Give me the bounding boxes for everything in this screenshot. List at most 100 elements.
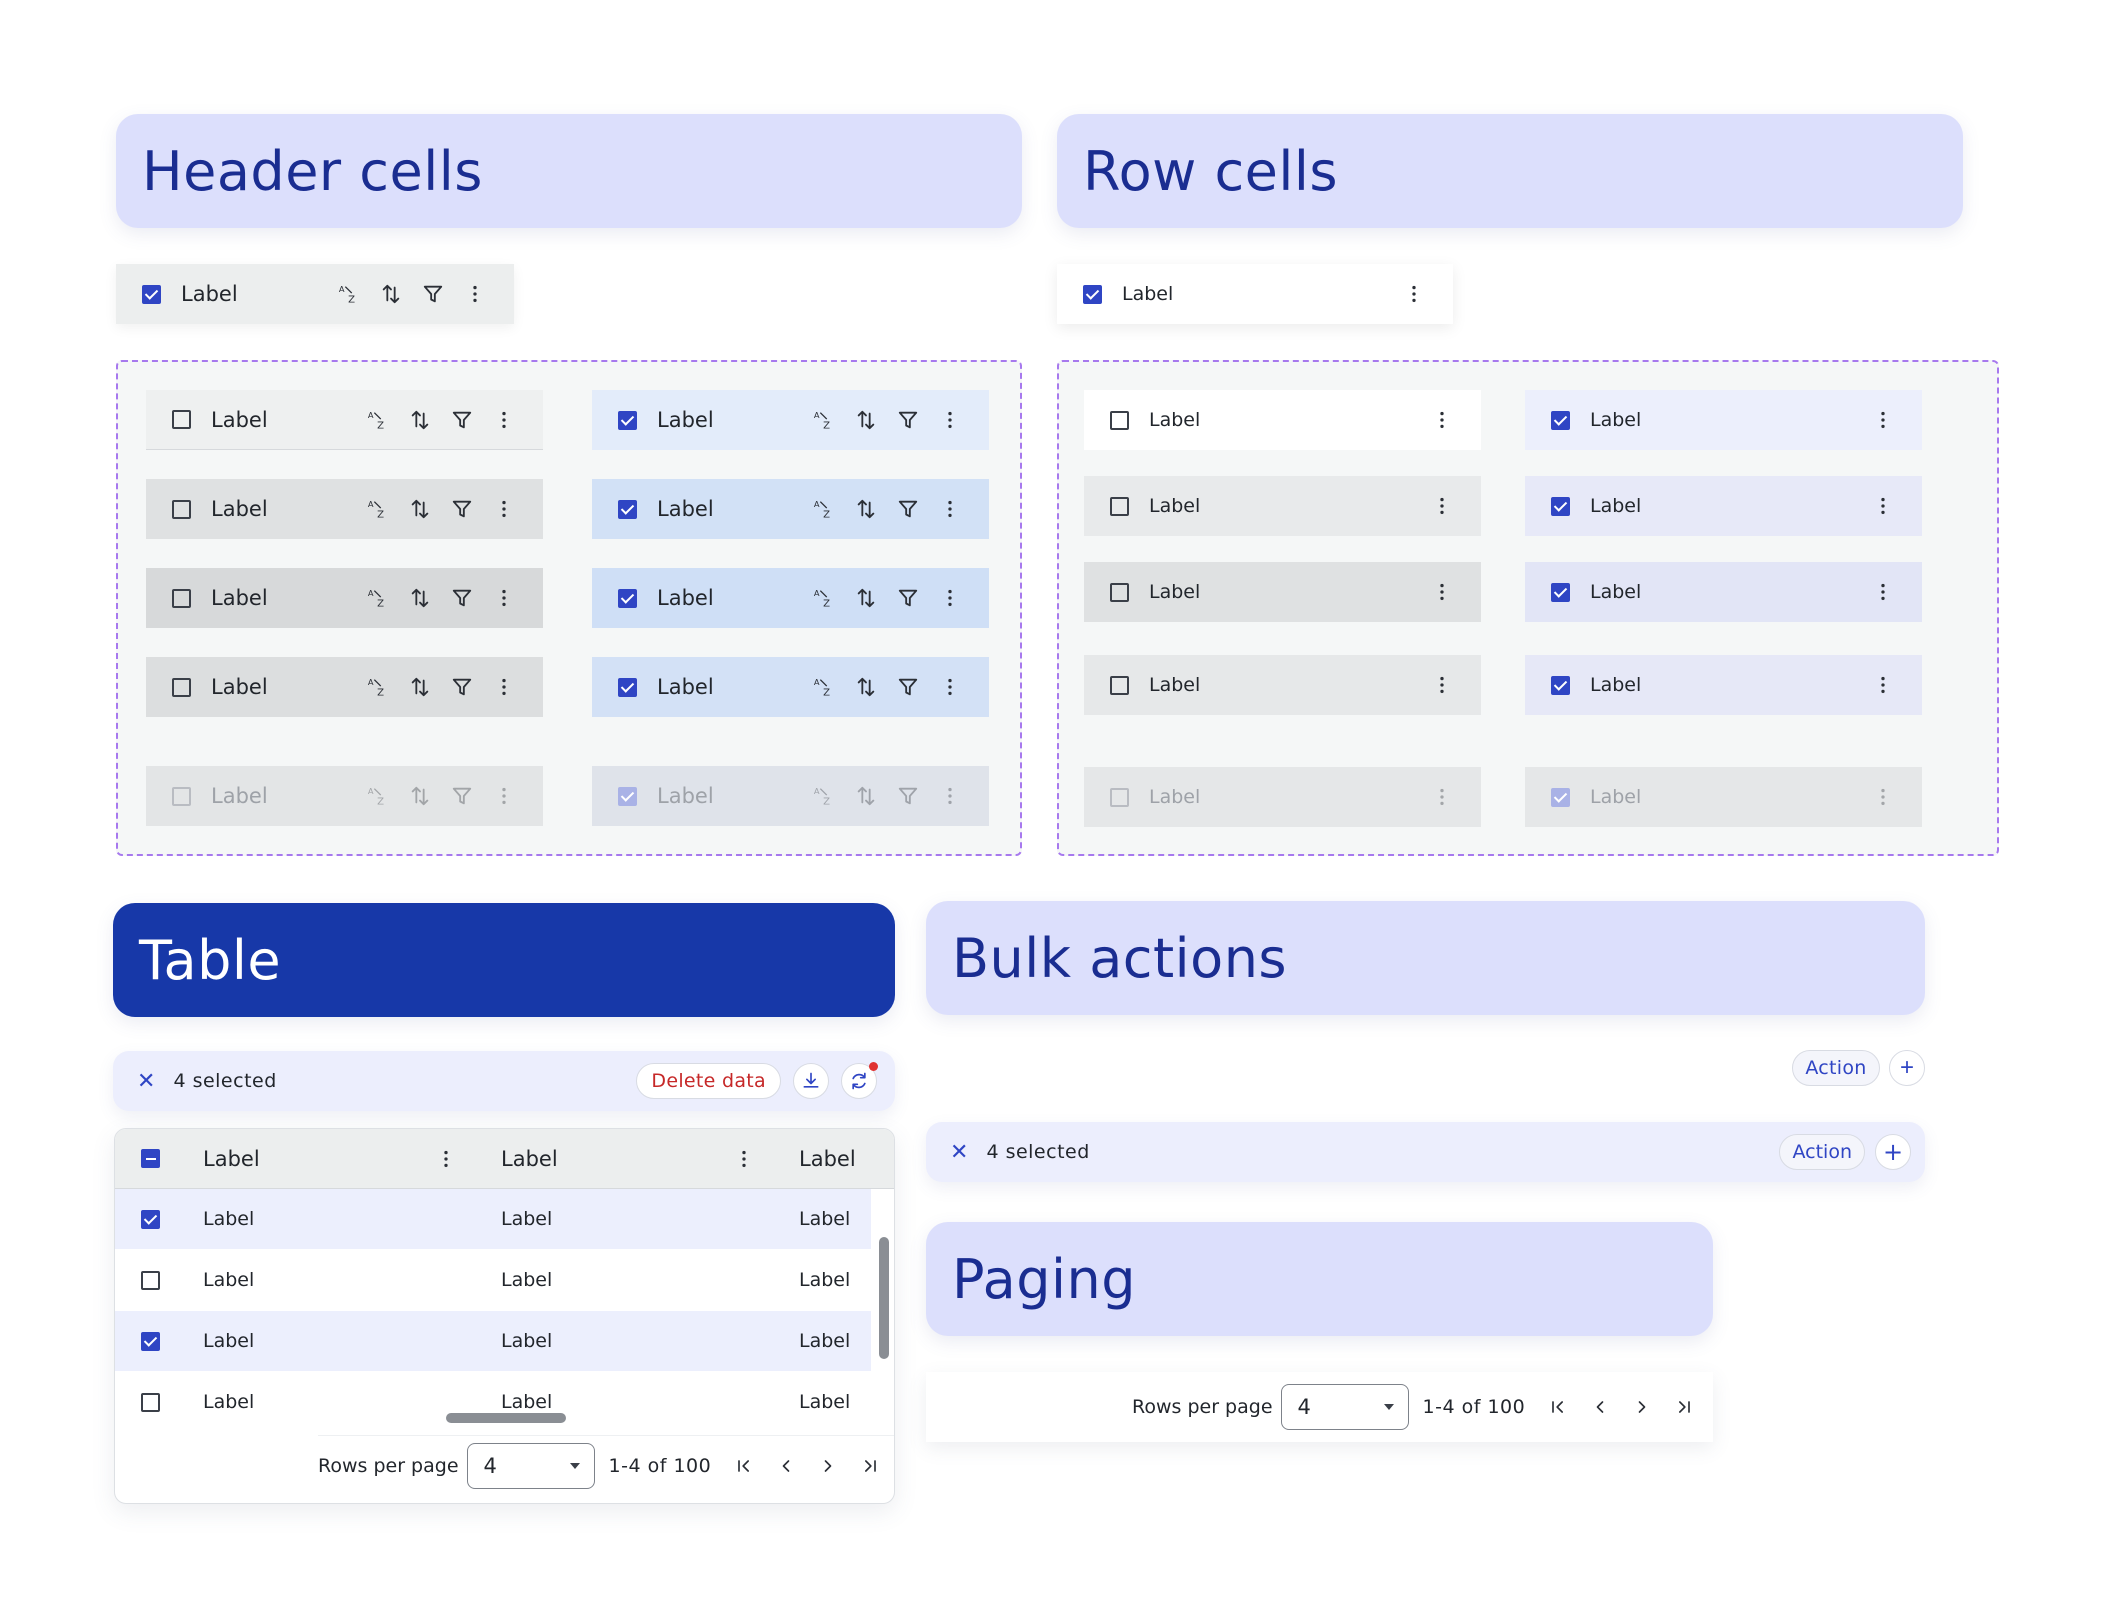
checkbox[interactable]: [618, 588, 637, 608]
more-vert-icon[interactable]: [483, 488, 525, 530]
row-cell-focused[interactable]: Label: [1084, 655, 1481, 715]
table-row[interactable]: Label Label Label: [115, 1189, 871, 1249]
more-vert-icon[interactable]: [1421, 399, 1463, 441]
more-vert-icon[interactable]: [733, 1148, 755, 1170]
rows-per-page-select[interactable]: 4: [466, 1442, 595, 1489]
header-cell-pressed[interactable]: Label: [146, 568, 543, 628]
checkbox[interactable]: [172, 410, 191, 429]
column-header[interactable]: Label: [799, 1146, 856, 1171]
more-vert-icon[interactable]: [1421, 571, 1463, 613]
sort-icon[interactable]: [845, 666, 887, 708]
checkbox[interactable]: [1551, 410, 1570, 430]
header-cell-selected-focused[interactable]: Label: [592, 657, 989, 717]
filter-icon[interactable]: [412, 273, 454, 315]
header-cell-selected-hover[interactable]: Label: [592, 479, 989, 539]
next-page-button[interactable]: [1621, 1386, 1663, 1428]
filter-icon[interactable]: [887, 666, 929, 708]
checkbox[interactable]: [172, 677, 191, 697]
prev-page-button[interactable]: [765, 1445, 807, 1487]
checkbox[interactable]: [618, 410, 637, 430]
row-cell-example[interactable]: Label: [1057, 264, 1453, 324]
sort-az-icon[interactable]: [803, 577, 845, 619]
checkbox[interactable]: [1110, 675, 1129, 695]
table-row[interactable]: Label Label Label: [115, 1250, 871, 1310]
close-icon[interactable]: ✕: [137, 1068, 156, 1094]
checkbox[interactable]: [1083, 284, 1102, 304]
header-cell-example[interactable]: Label: [116, 264, 514, 324]
add-button[interactable]: +: [1889, 1050, 1925, 1086]
checkbox[interactable]: [618, 499, 637, 519]
filter-icon[interactable]: [887, 577, 929, 619]
more-vert-icon[interactable]: [929, 399, 971, 441]
download-button[interactable]: [793, 1063, 829, 1099]
action-button[interactable]: Action: [1792, 1050, 1880, 1086]
column-header[interactable]: Label: [203, 1146, 260, 1171]
sort-az-icon[interactable]: [803, 666, 845, 708]
checkbox[interactable]: [1551, 582, 1570, 602]
more-vert-icon[interactable]: [483, 577, 525, 619]
refresh-button[interactable]: [841, 1062, 878, 1099]
checkbox[interactable]: [172, 499, 191, 519]
header-cell-hover[interactable]: Label: [146, 479, 543, 539]
sort-icon[interactable]: [845, 399, 887, 441]
delete-data-button[interactable]: Delete data: [636, 1063, 781, 1099]
sort-icon[interactable]: [399, 399, 441, 441]
filter-icon[interactable]: [441, 399, 483, 441]
action-button[interactable]: Action: [1779, 1134, 1865, 1170]
sort-az-icon[interactable]: [328, 273, 370, 315]
checkbox[interactable]: [1110, 496, 1129, 516]
checkbox[interactable]: [172, 588, 191, 608]
row-cell-hover[interactable]: Label: [1084, 476, 1481, 536]
more-vert-icon[interactable]: [1862, 664, 1904, 706]
add-button[interactable]: +: [1875, 1134, 1911, 1170]
header-cell-selected-pressed[interactable]: Label: [592, 568, 989, 628]
checkbox[interactable]: [1551, 675, 1570, 695]
row-cell-selected-default[interactable]: Label: [1525, 390, 1922, 450]
sort-az-icon[interactable]: [357, 399, 399, 441]
filter-icon[interactable]: [887, 399, 929, 441]
table-row[interactable]: Label Label Label: [115, 1372, 871, 1432]
sort-icon[interactable]: [845, 488, 887, 530]
row-cell-selected-hover[interactable]: Label: [1525, 476, 1922, 536]
horizontal-scrollbar[interactable]: [446, 1413, 566, 1423]
more-vert-icon[interactable]: [483, 399, 525, 441]
header-cell-selected-default[interactable]: Label: [592, 390, 989, 450]
more-vert-icon[interactable]: [1862, 571, 1904, 613]
sort-az-icon[interactable]: [803, 488, 845, 530]
sort-az-icon[interactable]: [357, 488, 399, 530]
table-row[interactable]: Label Label Label: [115, 1311, 871, 1371]
more-vert-icon[interactable]: [435, 1148, 457, 1170]
more-vert-icon[interactable]: [454, 273, 496, 315]
more-vert-icon[interactable]: [1421, 485, 1463, 527]
last-page-button[interactable]: [1663, 1386, 1705, 1428]
checkbox[interactable]: [1110, 582, 1129, 602]
more-vert-icon[interactable]: [929, 577, 971, 619]
more-vert-icon[interactable]: [1862, 399, 1904, 441]
filter-icon[interactable]: [441, 666, 483, 708]
sort-icon[interactable]: [370, 273, 412, 315]
more-vert-icon[interactable]: [1393, 273, 1435, 315]
first-page-button[interactable]: [1537, 1386, 1579, 1428]
row-cell-selected-focused[interactable]: Label: [1525, 655, 1922, 715]
checkbox[interactable]: [142, 284, 161, 304]
filter-icon[interactable]: [441, 488, 483, 530]
more-vert-icon[interactable]: [483, 666, 525, 708]
first-page-button[interactable]: [723, 1445, 765, 1487]
filter-icon[interactable]: [887, 488, 929, 530]
checkbox[interactable]: [618, 677, 637, 697]
close-icon[interactable]: ✕: [950, 1139, 969, 1165]
more-vert-icon[interactable]: [929, 488, 971, 530]
sort-icon[interactable]: [399, 577, 441, 619]
row-cell-pressed[interactable]: Label: [1084, 562, 1481, 622]
row-checkbox[interactable]: [141, 1270, 160, 1290]
vertical-scrollbar[interactable]: [879, 1237, 889, 1359]
header-cell-focused[interactable]: Label: [146, 657, 543, 717]
sort-icon[interactable]: [399, 488, 441, 530]
row-checkbox[interactable]: [141, 1331, 160, 1351]
rows-per-page-select[interactable]: 4: [1280, 1384, 1409, 1430]
header-cell-default[interactable]: Label: [146, 390, 543, 450]
row-cell-default[interactable]: Label: [1084, 390, 1481, 450]
sort-icon[interactable]: [845, 577, 887, 619]
more-vert-icon[interactable]: [1862, 485, 1904, 527]
select-all-checkbox[interactable]: [141, 1149, 160, 1168]
